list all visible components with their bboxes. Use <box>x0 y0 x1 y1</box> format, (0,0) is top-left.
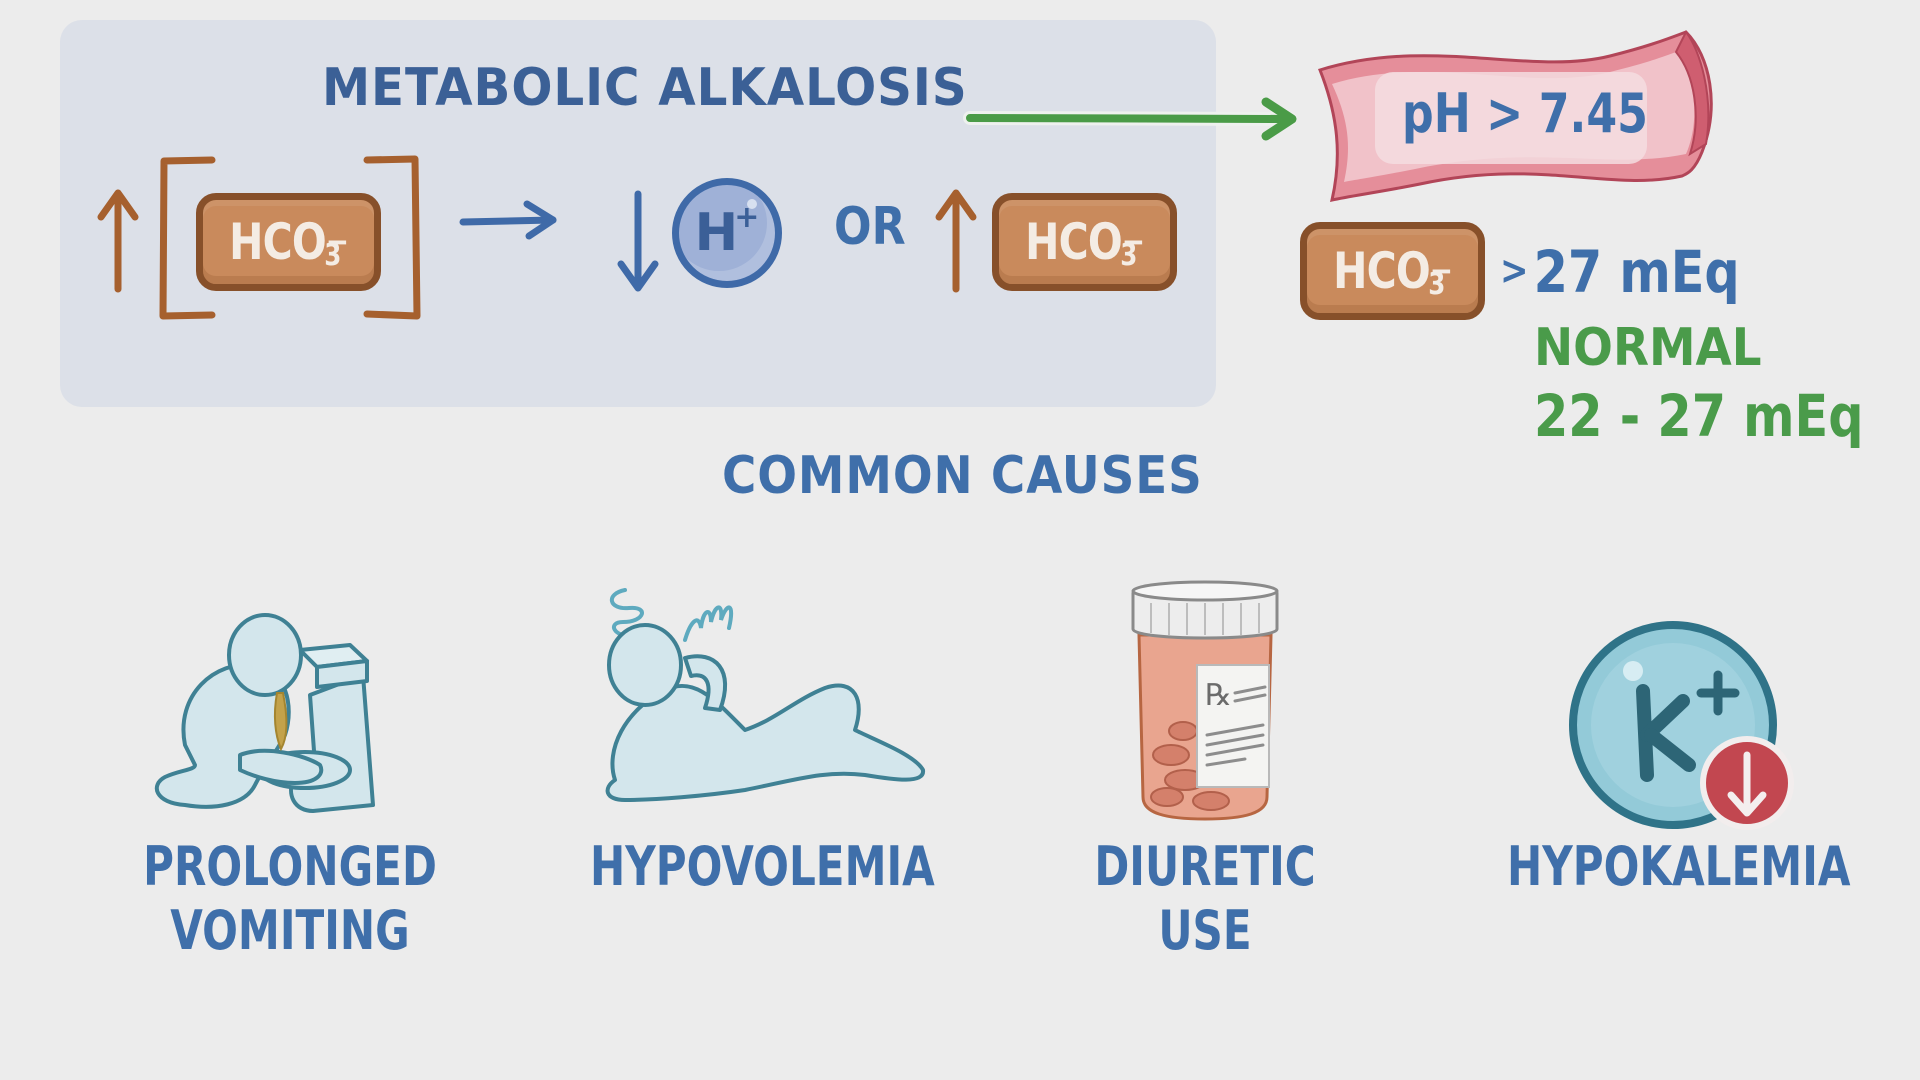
decrease-arrow-icon <box>617 190 659 292</box>
bicarbonate-formula: HCO3− <box>228 213 349 273</box>
bicarbonate-value: 27 mEq <box>1533 238 1740 306</box>
cause-label-prolonged-vomiting: PROLONGED VOMITING <box>143 835 437 962</box>
page-title: METABOLIC ALKALOSIS <box>322 58 968 118</box>
increase-arrow-icon <box>97 189 139 293</box>
blood-vessel-icon <box>1318 30 1713 202</box>
increase-arrow-icon <box>935 189 977 293</box>
ion-shine <box>747 199 757 209</box>
hydrogen-ion-icon: H+ <box>672 178 782 288</box>
cause-label-diuretic-use: DIURETIC USE <box>1094 835 1316 962</box>
or-connector: OR <box>834 197 906 257</box>
bicarbonate-box-left: HCO3− <box>196 193 381 291</box>
bicarbonate-box-right: HCO3− <box>992 193 1177 291</box>
rx-label: ℞ <box>1205 678 1232 713</box>
potassium-ion-decrease-icon <box>1569 621 1794 830</box>
hydrogen-symbol: H <box>694 203 739 263</box>
vomiting-person-icon <box>154 613 375 813</box>
bicarbonate-threshold: >27 mEq <box>1500 238 1740 306</box>
green-arrow-icon <box>963 97 1297 141</box>
dizzy-reclining-person-icon <box>605 588 925 802</box>
bicarbonate-formula: HCO3− <box>1332 242 1453 302</box>
cause-label-hypokalemia: HYPOKALEMIA <box>1507 835 1851 898</box>
hydrogen-charge: + <box>734 199 760 235</box>
right-arrow-icon <box>459 200 557 240</box>
section-title-common-causes: COMMON CAUSES <box>722 446 1203 506</box>
greater-than-symbol: > <box>1500 248 1529 294</box>
cause-label-hypovolemia: HYPOVOLEMIA <box>590 835 935 898</box>
pill-bottle-icon: ℞ <box>1131 580 1279 821</box>
ph-threshold: pH > 7.45 <box>1402 82 1648 145</box>
normal-range: 22 - 27 mEq <box>1534 382 1864 450</box>
bicarbonate-formula: HCO3− <box>1024 213 1145 273</box>
normal-label: NORMAL <box>1534 318 1762 378</box>
concentration-brackets-icon <box>159 155 421 320</box>
bicarbonate-box-value: HCO3− <box>1300 222 1485 320</box>
